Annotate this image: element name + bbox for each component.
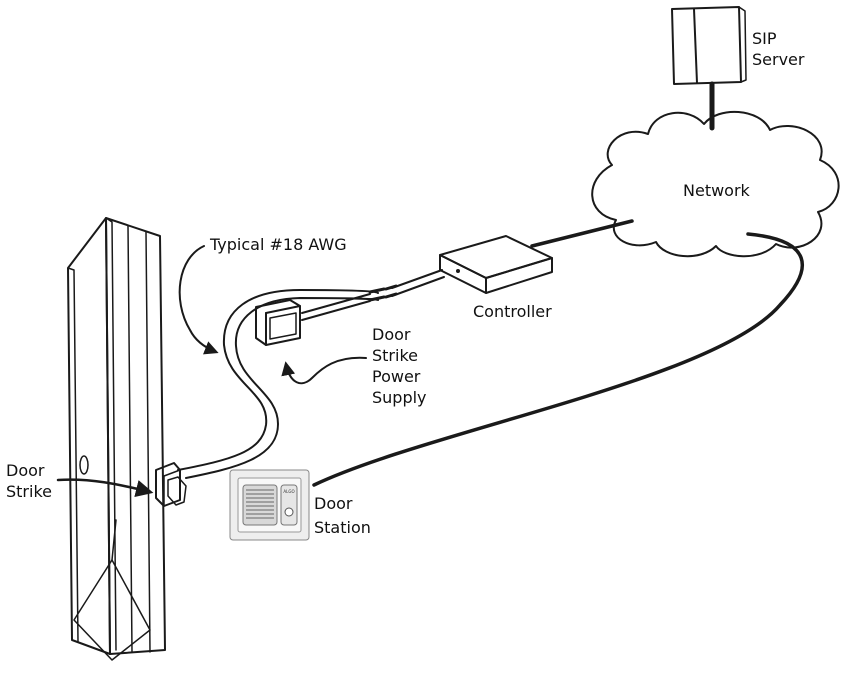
door-station-label-line-2: Station: [314, 518, 371, 537]
door-station-device: ALGO: [229, 469, 310, 541]
controller-box: [439, 235, 553, 294]
sip-server: [671, 6, 747, 131]
power-supply-label-line-3: Power: [372, 367, 421, 386]
door-strike-device: [155, 462, 187, 507]
power-supply-label-line-4: Supply: [372, 388, 427, 407]
power-supply-label-line-2: Strike: [372, 346, 418, 365]
door-strike-label: Door Strike: [6, 460, 52, 502]
network-cables: [312, 219, 805, 487]
sip-server-label-line-1: SIP: [752, 29, 777, 48]
sip-server-label-line-2: Server: [752, 50, 805, 69]
door-station-label-line-1: Door: [314, 494, 353, 513]
sip-server-label: SIP Server: [752, 28, 804, 70]
network-label: Network: [683, 181, 750, 200]
pointer-arrows: [56, 245, 367, 498]
station-brand-label: ALGO: [283, 489, 294, 494]
door-strike-label-line-2: Strike: [6, 482, 52, 501]
door-frame: [67, 217, 166, 661]
controller-label: Controller: [473, 302, 552, 321]
door-strike-label-line-1: Door: [6, 461, 45, 480]
power-supply: [255, 299, 301, 346]
door-station-label: Door Station: [314, 492, 371, 540]
power-supply-label-line-1: Door: [372, 325, 411, 344]
network-cloud: [591, 111, 840, 258]
wire-note-label: Typical #18 AWG: [210, 235, 347, 254]
strike-wires: [177, 269, 445, 479]
power-supply-label: Door Strike Power Supply: [372, 324, 427, 408]
